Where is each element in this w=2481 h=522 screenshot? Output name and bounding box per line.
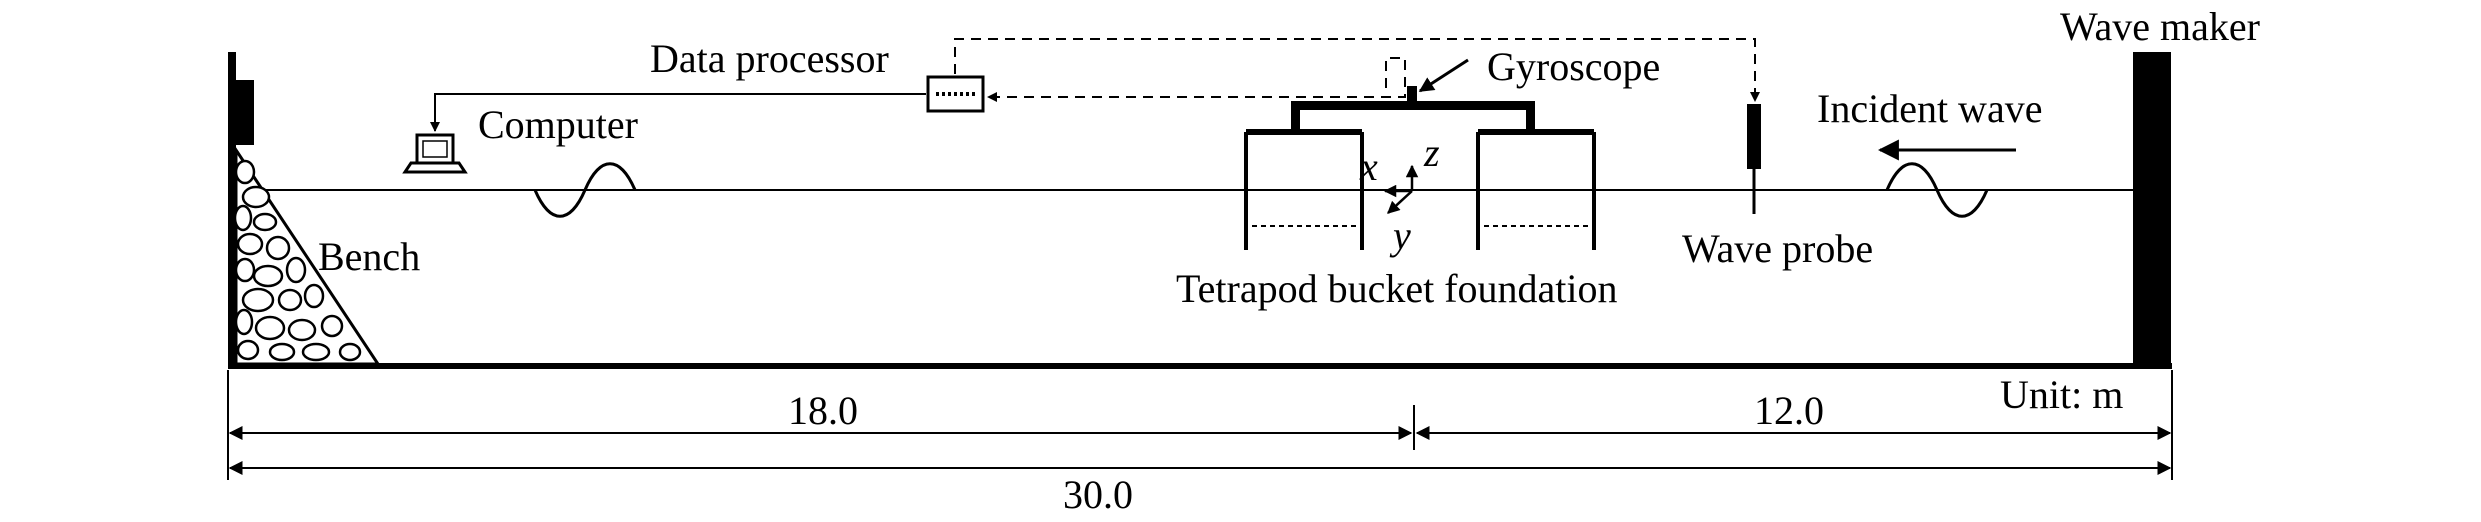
signal-wiring bbox=[430, 38, 1760, 132]
left-wall bbox=[228, 52, 236, 367]
left-post bbox=[1291, 101, 1300, 132]
data-processor-icon bbox=[926, 75, 985, 113]
coordinate-axes bbox=[1383, 164, 1419, 214]
computer-label: Computer bbox=[478, 102, 638, 147]
incident-wave-sinusoid bbox=[1885, 162, 1989, 218]
wave-probe-label: Wave probe bbox=[1682, 226, 1873, 271]
computer-cable bbox=[430, 93, 926, 132]
probe-cable bbox=[954, 38, 1760, 102]
foundation-label: Tetrapod bucket foundation bbox=[1176, 266, 1618, 311]
gyroscope-label: Gyroscope bbox=[1487, 44, 1660, 89]
wave-probe-icon bbox=[1747, 104, 1761, 214]
unit-label: Unit: m bbox=[2000, 372, 2123, 417]
gyroscope-pointer bbox=[1418, 58, 1469, 93]
bench-stones bbox=[233, 159, 362, 362]
incident-wave-label: Incident wave bbox=[1817, 86, 2042, 131]
dimension-lines bbox=[227, 370, 2173, 480]
computer-icon bbox=[402, 133, 468, 174]
axis-z-label: z bbox=[1423, 130, 1440, 175]
right-post bbox=[1526, 101, 1535, 132]
total-span-value: 30.0 bbox=[1063, 472, 1133, 517]
gyroscope-cable bbox=[987, 57, 1406, 102]
axis-x-label: x bbox=[1359, 144, 1378, 189]
transmitted-wave-sinusoid bbox=[533, 162, 637, 218]
flume-tank bbox=[228, 52, 2172, 369]
data-processor-label: Data processor bbox=[650, 36, 889, 81]
tetrapod-bucket-foundation bbox=[1244, 58, 1596, 250]
right-span-value: 12.0 bbox=[1754, 388, 1824, 433]
gyroscope-sensor bbox=[1407, 86, 1417, 104]
wave-maker-paddle bbox=[2133, 52, 2171, 366]
bench-slope bbox=[233, 145, 381, 366]
bench-label: Bench bbox=[318, 234, 420, 279]
axis-y-label: y bbox=[1389, 213, 1411, 258]
top-beam bbox=[1291, 101, 1534, 110]
left-span-value: 18.0 bbox=[788, 388, 858, 433]
bench-outline bbox=[234, 145, 381, 366]
wave-maker-label: Wave maker bbox=[2060, 4, 2260, 49]
left-wall-block bbox=[236, 80, 254, 145]
axis-y-line bbox=[1387, 190, 1413, 214]
